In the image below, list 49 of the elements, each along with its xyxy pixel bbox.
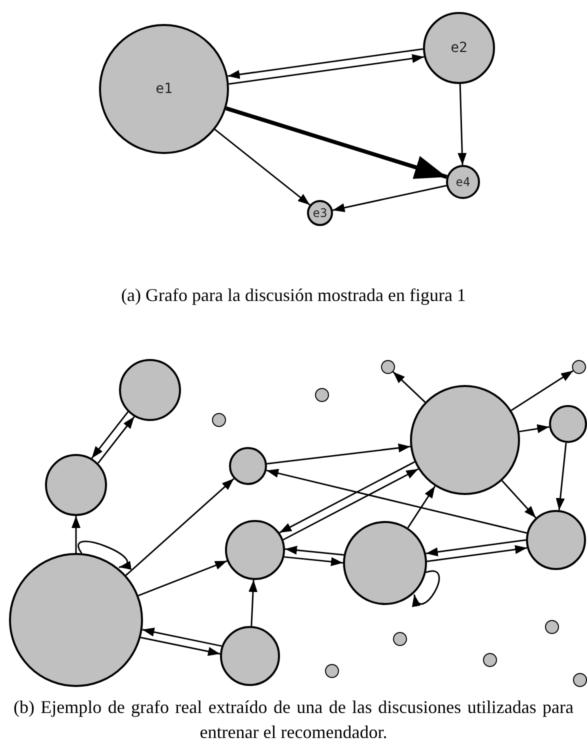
arrow xyxy=(266,444,410,464)
arrow xyxy=(138,560,228,596)
arrow xyxy=(392,371,426,403)
arrow xyxy=(225,106,448,179)
node-label: e2 xyxy=(450,40,468,56)
node-circle xyxy=(381,360,395,374)
node-circle xyxy=(325,664,339,678)
node-circle xyxy=(212,413,226,427)
arrow xyxy=(125,478,234,576)
node-circle xyxy=(572,360,586,374)
arrow xyxy=(332,184,447,212)
arrow xyxy=(91,411,129,459)
node-circle xyxy=(549,405,587,443)
arrow xyxy=(426,539,526,556)
arrow xyxy=(142,628,222,647)
node-circle xyxy=(483,653,497,667)
node-label: e4 xyxy=(456,175,470,189)
node-circle xyxy=(545,620,559,634)
caption: (a) Grafo para la discusión mostrada en figura 1 xyxy=(120,284,467,307)
arrow xyxy=(282,468,419,540)
node-label: e3 xyxy=(312,206,328,220)
arrow xyxy=(72,516,80,553)
arrow xyxy=(214,128,310,206)
arrow xyxy=(510,370,574,411)
arrow xyxy=(78,540,132,568)
arrow xyxy=(407,486,436,528)
arrow xyxy=(140,636,220,656)
caption: (b) Ejemplo de grafo real extraído de una de las discusiones utilizadas para entrenar el recomendador. xyxy=(14,696,574,744)
arrow xyxy=(279,461,415,534)
node-circle xyxy=(446,165,480,199)
arrow xyxy=(284,546,344,556)
node-circle xyxy=(229,447,267,485)
arrow xyxy=(556,442,567,510)
arrow xyxy=(284,556,344,566)
node-circle xyxy=(307,200,333,226)
arrow xyxy=(458,84,467,166)
node-circle xyxy=(315,388,329,402)
node-circle xyxy=(573,673,587,687)
arrow xyxy=(414,570,440,608)
arrow xyxy=(97,416,135,464)
arrow xyxy=(519,424,550,434)
node-label: e1 xyxy=(156,81,172,97)
arrow xyxy=(248,580,258,626)
arrow xyxy=(228,48,424,79)
arrow xyxy=(228,54,424,85)
node-circle xyxy=(393,632,407,646)
arrow xyxy=(426,545,528,562)
arrow xyxy=(266,468,527,534)
arrow xyxy=(501,480,536,518)
